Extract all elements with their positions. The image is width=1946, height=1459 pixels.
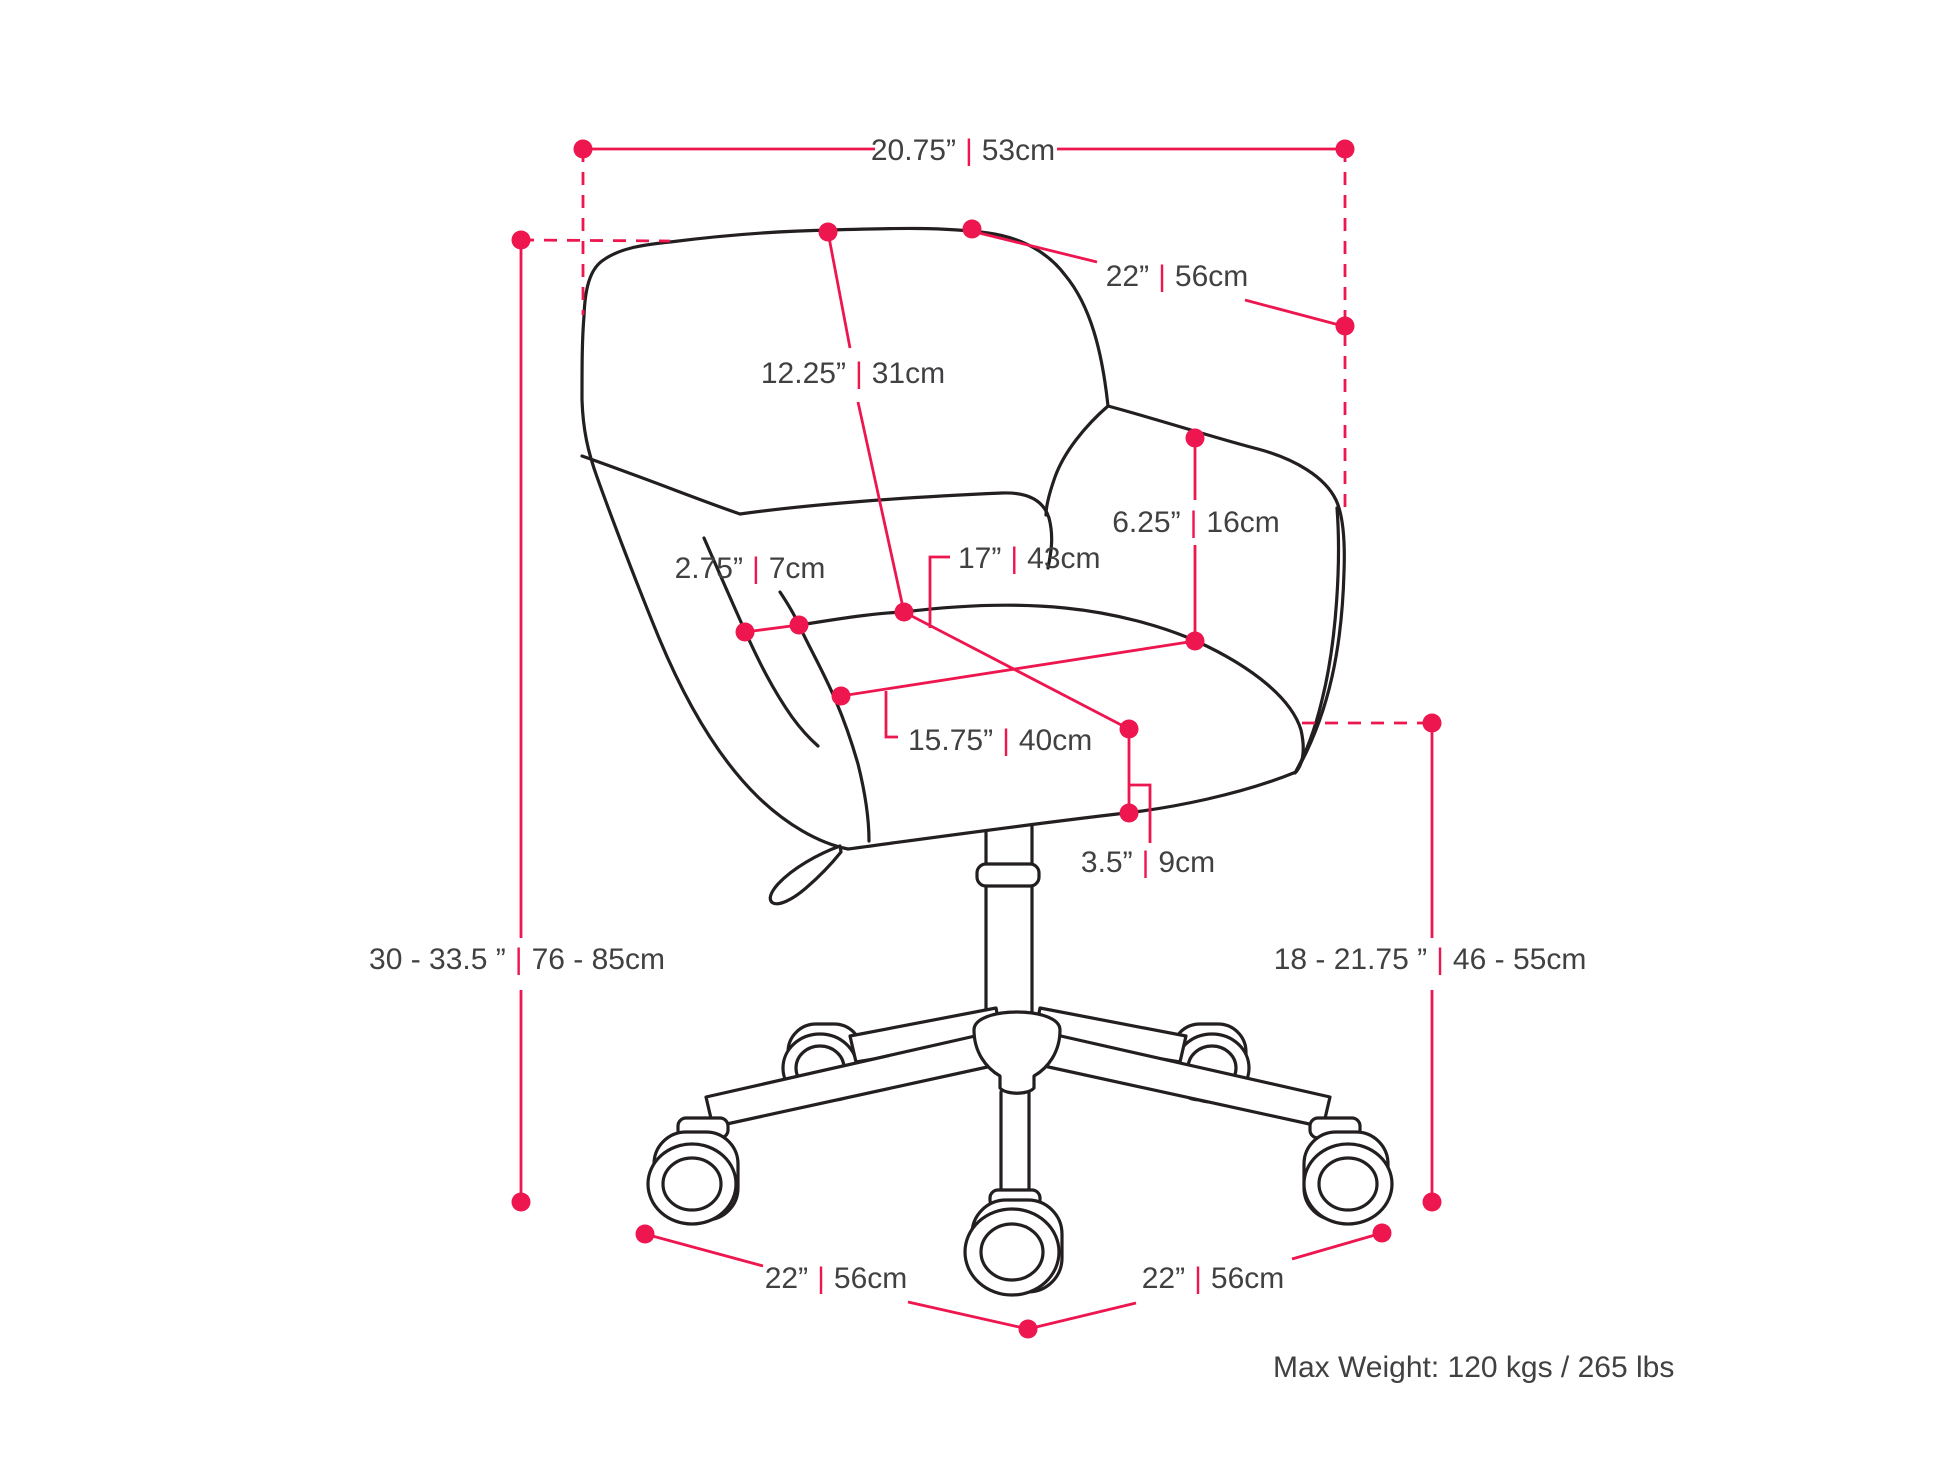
dim-base-width-right: 22”|56cm bbox=[1018, 1223, 1392, 1339]
dim-overall-height-label: 30 - 33.5 ”|76 - 85cm bbox=[369, 943, 665, 976]
caster-center bbox=[963, 1198, 1064, 1297]
dim-seat-height-label: 18 - 21.75 ”|46 - 55cm bbox=[1274, 943, 1587, 976]
dim-seat-width: 15.75”|40cm bbox=[831, 639, 1196, 757]
caster-hub bbox=[661, 1156, 723, 1212]
caster-wheel bbox=[1302, 1142, 1394, 1226]
dim-armrest-height-label: 6.25”|16cm bbox=[1112, 506, 1280, 539]
dim-backrest-height-label: 12.25”|31cm bbox=[761, 357, 945, 390]
caster-wheel bbox=[646, 1142, 738, 1226]
dim-base-width-right-label: 22”|56cm bbox=[1142, 1262, 1285, 1295]
dim-seat-depth: 17”|43cm bbox=[894, 542, 1130, 731]
dim-backrest-height: 12.25”|31cm bbox=[761, 222, 945, 613]
caster-hub bbox=[1317, 1156, 1379, 1212]
max-weight-note: Max Weight: 120 kgs / 265 lbs bbox=[1273, 1351, 1674, 1384]
dim-base-width-left: 22”|56cm bbox=[635, 1224, 1029, 1331]
dim-top-width: 20.75”|53cm bbox=[573, 134, 1355, 508]
cylinder-collar bbox=[975, 862, 1041, 888]
dim-seat-thickness: 3.5”|9cm bbox=[1081, 719, 1215, 879]
dim-seat-width-label: 15.75”|40cm bbox=[908, 724, 1092, 757]
dim-base-width-left-label: 22”|56cm bbox=[765, 1262, 908, 1295]
measurement-overlay: 20.75”|53cm 30 - 33.5 ”|76 - 85cm 12.25”… bbox=[369, 134, 1674, 1384]
dim-back-width-label: 22”|56cm bbox=[1106, 260, 1249, 293]
dim-overall-height: 30 - 33.5 ”|76 - 85cm bbox=[369, 230, 671, 1212]
dim-seat-height: 18 - 21.75 ”|46 - 55cm bbox=[1274, 713, 1587, 1212]
chair-silhouette bbox=[580, 226, 1346, 851]
caster-wheel bbox=[963, 1207, 1061, 1297]
caster-front-right bbox=[1302, 1130, 1394, 1226]
seat-left-seam bbox=[778, 590, 871, 843]
caster-hub bbox=[979, 1222, 1045, 1282]
base-hub bbox=[972, 1010, 1062, 1095]
backrest-cushion-seam bbox=[580, 454, 1054, 570]
armrest-right-inner-seam bbox=[1044, 404, 1110, 517]
dim-armrest-width: 2.75”|7cm bbox=[675, 552, 826, 642]
height-lever bbox=[768, 844, 843, 906]
chair-illustration bbox=[580, 226, 1394, 1297]
dim-seat-depth-label: 17”|43cm bbox=[958, 542, 1101, 575]
dim-seat-thickness-label: 3.5”|9cm bbox=[1081, 846, 1215, 879]
dim-top-width-label: 20.75”|53cm bbox=[871, 134, 1055, 167]
caster-front-left bbox=[646, 1130, 740, 1226]
gas-cylinder bbox=[975, 818, 1041, 1014]
dim-back-width: 22”|56cm bbox=[962, 219, 1355, 336]
armrest-left-front-edge bbox=[702, 536, 820, 748]
dim-armrest-width-label: 2.75”|7cm bbox=[675, 552, 826, 585]
shell-right-seam bbox=[1294, 506, 1341, 773]
dim-armrest-height: 6.25”|16cm bbox=[1112, 428, 1280, 651]
